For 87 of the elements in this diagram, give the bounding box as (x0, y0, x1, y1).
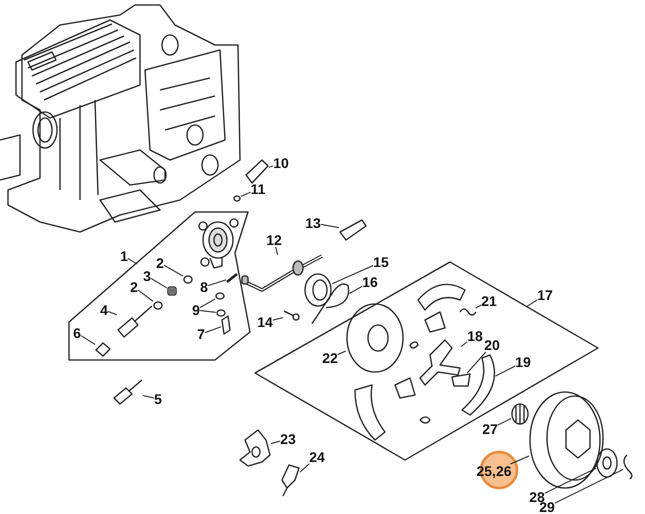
callout-number: 9 (192, 303, 200, 317)
o-ring-drawing (233, 194, 241, 202)
leader-line (510, 456, 530, 464)
screw-drawing (283, 310, 300, 321)
leader-line (270, 440, 281, 444)
callout-number: 16 (362, 275, 378, 289)
clutch-carrier-drawing (239, 429, 271, 467)
clutch-shoe-drawing (461, 354, 496, 416)
callout-number: 10 (273, 156, 289, 170)
leader-line (554, 468, 624, 504)
callout-number: 3 (143, 269, 151, 283)
leader-line (137, 289, 154, 302)
leader-line (275, 246, 278, 256)
leader-line (204, 326, 222, 334)
plunger-drawing (113, 379, 143, 405)
callout-number: 22 (322, 351, 338, 365)
callout-number: 19 (515, 355, 531, 369)
callout-number: 15 (373, 255, 389, 269)
leader-line (142, 395, 155, 399)
pin-drawing (226, 273, 238, 283)
leader-line (460, 341, 468, 348)
o-ring-drawing (216, 309, 226, 317)
leader-line (495, 366, 516, 377)
clutch-carrier-drawing (419, 339, 461, 386)
callout-number: 12 (266, 233, 282, 247)
leader-line (163, 264, 184, 277)
e-clip-drawing (623, 454, 633, 480)
callout-number: 1 (120, 249, 128, 263)
callout-number: 20 (484, 338, 500, 352)
callout-number: 2 (156, 256, 164, 270)
callout-number: 27 (482, 422, 498, 436)
leader-line (466, 352, 486, 374)
callout-number: 6 (73, 326, 81, 340)
clutch-drum-drawing (529, 391, 604, 489)
callout-number: 4 (100, 303, 108, 317)
leader-line (320, 224, 340, 228)
callout-number: 25,26 (476, 464, 512, 478)
leader-line (349, 286, 363, 294)
leader-line (332, 265, 374, 284)
leader-line (127, 258, 138, 264)
callout-number: 14 (257, 315, 273, 329)
spring-drawing (459, 308, 477, 316)
needle-bearing-drawing (511, 403, 529, 425)
callout-number: 2 (130, 280, 138, 294)
leader-line (475, 304, 482, 308)
leader-line (107, 310, 118, 316)
oil-hose-drawing (241, 255, 323, 291)
callout-number: 11 (250, 182, 266, 196)
hose-fitting-drawing (245, 159, 269, 184)
callout-number: 8 (200, 280, 208, 294)
leader-line (199, 310, 216, 313)
washer-drawing (183, 274, 193, 284)
plug-drawing (95, 342, 111, 357)
leader-line (240, 192, 252, 197)
leader-line (526, 299, 538, 308)
screw-drawing (221, 315, 231, 335)
leader-line (199, 298, 216, 308)
leader-line (150, 278, 168, 288)
spring-clip-drawing (311, 283, 350, 325)
leader-line (544, 468, 596, 494)
intake-drawing (339, 219, 367, 241)
washer-drawing (153, 300, 163, 310)
callout-number: 13 (305, 216, 321, 230)
callout-number: 17 (537, 288, 553, 302)
callout-number: 5 (154, 392, 162, 406)
callout-number: 21 (481, 294, 497, 308)
callout-number: 7 (197, 327, 205, 341)
spring-drawing (167, 286, 177, 296)
leader-line (272, 317, 284, 321)
leader-line (497, 418, 512, 426)
leader-line (80, 335, 96, 345)
kit-outline (68, 211, 251, 361)
leader-line (300, 463, 310, 473)
callout-number: 24 (309, 450, 325, 464)
leader-line (268, 165, 274, 168)
callout-number: 23 (280, 432, 296, 446)
clip-drawing (281, 464, 300, 497)
o-ring-drawing (215, 292, 225, 300)
callout-number: 28 (529, 490, 545, 504)
leader-line (337, 350, 346, 355)
plunger-drawing (117, 305, 153, 338)
washer-drawing (596, 448, 618, 478)
washer-drawing (346, 303, 404, 373)
plug-drawing (304, 273, 332, 307)
leader-line (207, 279, 226, 286)
callout-number: 18 (467, 329, 483, 343)
shoe-segment-drawing (451, 373, 471, 387)
